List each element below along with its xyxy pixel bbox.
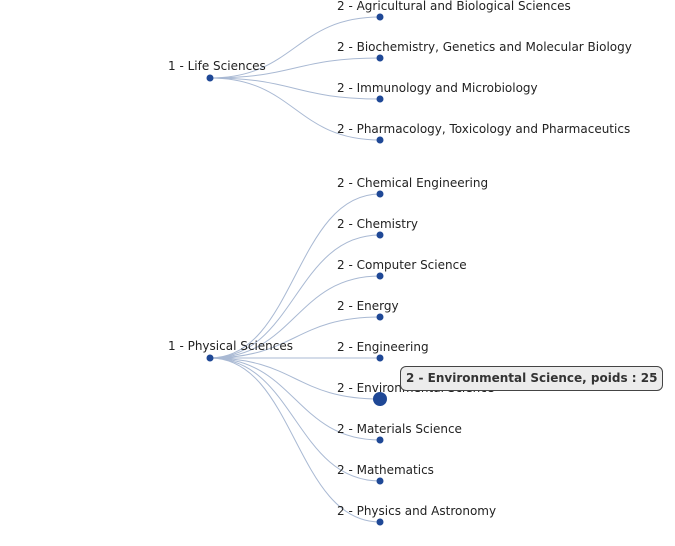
link-chemical-engineering — [209, 193, 381, 359]
node-label-pharmacology-toxicology-and-pharmaceutics: 2 - Pharmacology, Toxicology and Pharmac… — [337, 122, 630, 136]
nodes-layer: 2 - Agricultural and Biological Sciences… — [168, 0, 632, 526]
link-chemistry — [209, 234, 381, 359]
link-mathematics — [209, 357, 381, 482]
node-tooltip: 2 - Environmental Science, poids : 25 — [400, 366, 664, 391]
node-label-immunology-and-microbiology: 2 - Immunology and Microbiology — [337, 81, 538, 95]
node-label-chemistry: 2 - Chemistry — [337, 217, 418, 231]
node-label-energy: 2 - Energy — [337, 299, 399, 313]
node-label-computer-science: 2 - Computer Science — [337, 258, 467, 272]
node-label-materials-science: 2 - Materials Science — [337, 422, 462, 436]
link-agricultural-and-biological-sciences — [209, 16, 381, 79]
node-label-chemical-engineering: 2 - Chemical Engineering — [337, 176, 488, 190]
node-chemistry[interactable] — [376, 231, 384, 239]
link-environmental-science — [209, 357, 381, 400]
node-label-biochemistry-genetics-and-molecular-biology: 2 - Biochemistry, Genetics and Molecular… — [337, 40, 632, 54]
node-mathematics[interactable] — [376, 477, 384, 485]
link-materials-science — [209, 357, 381, 441]
link-biochemistry-genetics-and-molecular-biology — [209, 57, 381, 79]
node-computer-science[interactable] — [376, 272, 384, 280]
link-computer-science — [209, 275, 381, 359]
node-agricultural-and-biological-sciences[interactable] — [376, 13, 384, 21]
node-environmental-science[interactable] — [373, 392, 387, 406]
link-physics-and-astronomy — [209, 357, 381, 523]
link-immunology-and-microbiology — [209, 77, 381, 100]
node-label-agricultural-and-biological-sciences: 2 - Agricultural and Biological Sciences — [337, 0, 571, 13]
node-physical-sciences[interactable] — [206, 354, 214, 362]
node-label-engineering: 2 - Engineering — [337, 340, 429, 354]
node-label-physical-sciences: 1 - Physical Sciences — [168, 339, 293, 353]
node-label-life-sciences: 1 - Life Sciences — [168, 59, 266, 73]
node-chemical-engineering[interactable] — [376, 190, 384, 198]
node-immunology-and-microbiology[interactable] — [376, 95, 384, 103]
node-physics-and-astronomy[interactable] — [376, 518, 384, 526]
link-pharmacology-toxicology-and-pharmaceutics — [209, 77, 381, 141]
node-pharmacology-toxicology-and-pharmaceutics[interactable] — [376, 136, 384, 144]
link-energy — [209, 316, 381, 359]
node-label-physics-and-astronomy: 2 - Physics and Astronomy — [337, 504, 496, 518]
node-biochemistry-genetics-and-molecular-biology[interactable] — [376, 54, 384, 62]
node-label-mathematics: 2 - Mathematics — [337, 463, 434, 477]
node-engineering[interactable] — [376, 354, 384, 362]
links-layer — [209, 16, 381, 523]
node-energy[interactable] — [376, 313, 384, 321]
node-materials-science[interactable] — [376, 436, 384, 444]
node-life-sciences[interactable] — [206, 74, 214, 82]
